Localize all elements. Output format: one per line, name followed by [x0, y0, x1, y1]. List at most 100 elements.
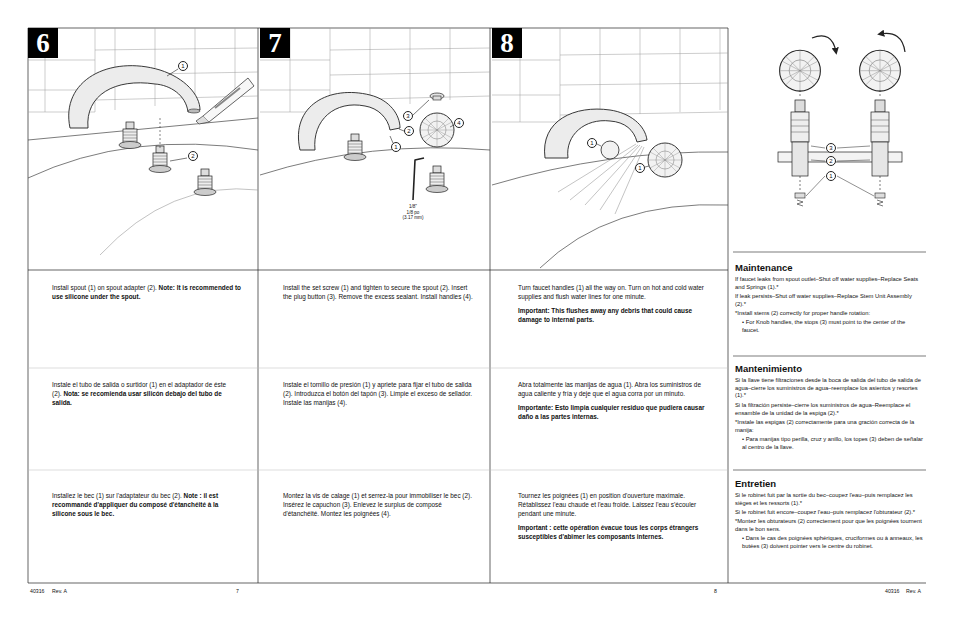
step6-illustration-part — [100, 189, 258, 255]
paragraph: Tournez les poignées (1) en position d'o… — [518, 492, 710, 519]
paragraph: Si la filtración persiste–cierre los sum… — [735, 402, 923, 418]
footer-text: 40316 — [30, 589, 44, 594]
body-text: If leak persists–Shut off water supplies… — [735, 293, 912, 307]
step7-illustration — [260, 28, 490, 200]
paragraph: If leak persists–Shut off water supplies… — [735, 293, 923, 309]
footer-text: Rev. A — [52, 589, 67, 594]
callout-number: 3 — [403, 111, 413, 121]
body-text: Turn faucet handles (1) all the way on. … — [518, 284, 704, 300]
body-text: Tournez les poignées (1) en position d'o… — [518, 492, 696, 517]
step6-illustration-part — [119, 122, 141, 149]
body-text: • For Knob handles, the stops (3) must p… — [742, 319, 905, 333]
maintenance-illustration-part — [791, 120, 889, 132]
step6-illustration-part — [194, 169, 216, 196]
body-text: Install spout (1) on spout adapter (2). — [52, 284, 157, 291]
callout-number: 3 — [826, 143, 836, 153]
node-text: 2 — [191, 153, 194, 159]
step7-illustration-part — [430, 93, 444, 99]
maintenance-illustration-part — [860, 50, 901, 91]
paragraph: 1/8 po — [396, 210, 430, 216]
maintenance-section: EntretienSi le robinet fuit par la sorti… — [735, 478, 923, 553]
step6-illustration-part — [69, 66, 200, 128]
paragraph: Install the set screw (1) and tighten to… — [283, 284, 475, 302]
node-text: 7 — [268, 30, 282, 57]
paragraph: Turn faucet handles (1) all the way on. … — [518, 284, 710, 302]
instruction-text: Abra totalmente las manijas de agua (1).… — [518, 381, 710, 427]
maintenance-section: Maintenance If faucet leaks from spout ou… — [735, 262, 923, 337]
paragraph: • Para manijas tipo perilla, cruz y anil… — [735, 436, 923, 452]
instruction-text: Install spout (1) on spout adapter (2).N… — [52, 284, 242, 307]
step6-illustration-part — [188, 109, 200, 113]
body-text: Si la filtración persiste–cierre los sum… — [735, 402, 910, 416]
maintenance-illustration-part — [812, 36, 836, 52]
node-text: 1 — [394, 144, 397, 150]
maintenance-illustration-part — [875, 100, 885, 112]
maintenance-illustration-part — [795, 193, 805, 198]
step7-illustration-part — [390, 100, 454, 143]
maintenance-illustration-part — [871, 112, 889, 142]
callout-number: 1 — [391, 142, 401, 152]
footer-text: Rev. A — [906, 589, 921, 594]
step8-illustration-part — [601, 141, 619, 159]
step-number: 8 — [492, 28, 522, 58]
callout-number: 2 — [826, 156, 836, 166]
node-text: 2 — [407, 128, 410, 134]
body-text: Maintenance — [735, 262, 793, 273]
callout-number: 1 — [178, 61, 188, 71]
instruction-text: Turn faucet handles (1) all the way on. … — [518, 284, 710, 330]
paragraph: Instale el tubo de salida o surtidor (1)… — [52, 381, 242, 408]
note-text: Nota: se recomienda usar silicón debajo … — [52, 390, 222, 406]
maintenance-section: MantenimientoSi la llave tiene filtracio… — [735, 363, 923, 453]
page-grid-part — [733, 252, 926, 470]
body-text: *Install stems (2) correctly for proper … — [735, 310, 870, 316]
body-text: *Instale las espigas (2) correctamente p… — [735, 419, 914, 433]
node-text: 1 — [181, 63, 184, 69]
footer-text: 40316 — [885, 589, 899, 594]
maintenance-illustration-part — [797, 200, 883, 206]
maintenance-illustration-part — [880, 33, 905, 52]
node-text: 3 — [406, 113, 409, 119]
step8-illustration-part — [492, 152, 728, 268]
footer-text: 7 — [236, 589, 239, 594]
paragraph: Important : cette opération évacue tous … — [518, 524, 710, 542]
step6-illustration-part — [215, 88, 240, 108]
paragraph: Si le robinet fuit encore–coupez l'eau–p… — [735, 509, 923, 517]
paragraph: Instale el tornillo de presión (1) y apr… — [283, 381, 475, 408]
paragraph: • For Knob handles, the stops (3) must p… — [735, 319, 923, 335]
paragraph: 1/8" — [396, 204, 430, 210]
maintenance-illustration-part — [872, 142, 888, 176]
body-text: 1/8" — [409, 204, 417, 209]
maintenance-illustration-part — [875, 193, 885, 198]
body-text: Entretien — [735, 478, 776, 489]
body-text: If faucet leaks from spout outlet–Shut o… — [735, 276, 918, 290]
callout-number: 1 — [635, 163, 645, 173]
note-text: Important: This flushes away any debris … — [518, 307, 692, 323]
step7-illustration-part — [433, 96, 441, 100]
body-text: Si la llave tiene filtraciones desde la … — [735, 377, 921, 399]
instruction-text: Tournez les poignées (1) en position d'o… — [518, 492, 710, 547]
body-text: • Para manijas tipo perilla, cruz y anil… — [742, 436, 923, 450]
body-text: (3.17 mm) — [403, 215, 424, 220]
paragraph: (3.17 mm) — [396, 215, 430, 221]
instruction-text: Installez le bec (1) sur l'adaptateur du… — [52, 492, 242, 524]
step6-illustration-part — [160, 118, 161, 148]
maintenance-illustration-part — [792, 142, 808, 176]
body-text: Install the set screw (1) and tighten to… — [283, 284, 473, 300]
step6-illustration-part — [28, 118, 258, 178]
page-grid-part — [28, 368, 728, 470]
maintenance-illustration-part — [795, 100, 805, 112]
step7-illustration-part — [420, 113, 454, 147]
node-text: 2 — [829, 158, 832, 164]
maintenance-illustration-part — [800, 90, 880, 98]
note-text: Importante: Esto limpia cualquier residu… — [518, 404, 704, 420]
maintenance-illustration-part — [791, 112, 809, 142]
paragraph: Installez le bec (1) sur l'adaptateur du… — [52, 492, 242, 519]
step8-illustration-part — [648, 143, 682, 177]
callout-number: 2 — [188, 151, 198, 161]
instruction-text: Instale el tubo de salida o surtidor (1)… — [52, 381, 242, 413]
paragraph: Maintenance — [735, 262, 923, 275]
callout-number: 2 — [404, 126, 414, 136]
paragraph: • Dans le cas des poignées sphériques, c… — [735, 535, 923, 551]
paragraph: *Install stems (2) correctly for proper … — [735, 310, 923, 318]
